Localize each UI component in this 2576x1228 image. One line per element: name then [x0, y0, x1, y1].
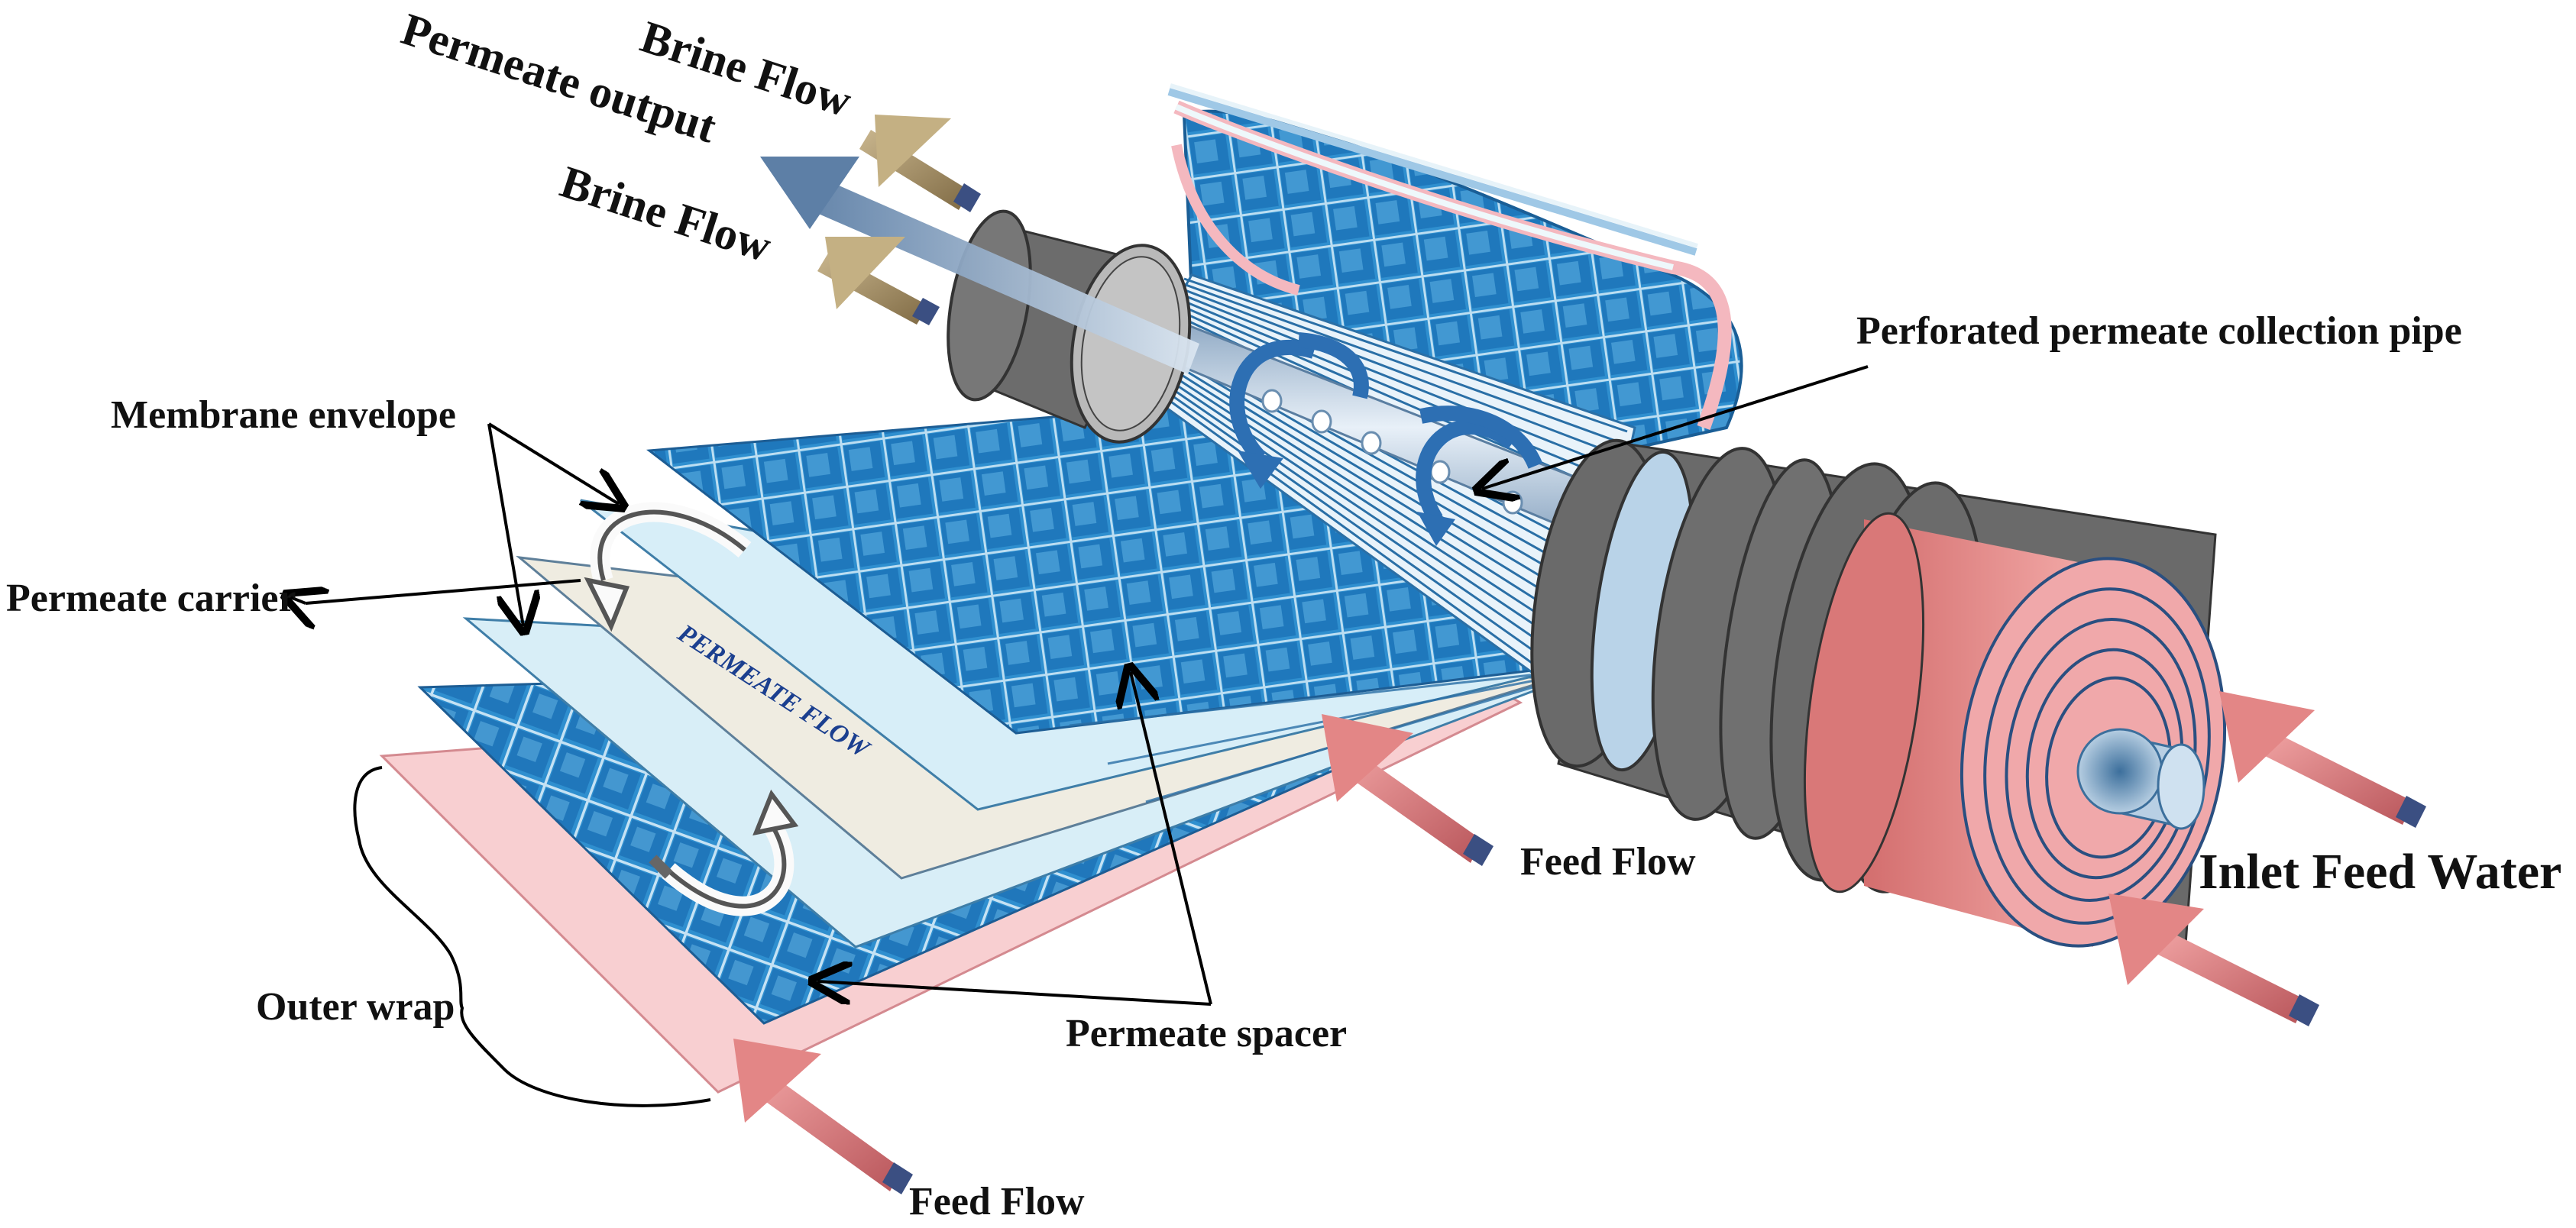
feed-flow-label-right: Feed Flow	[1520, 840, 1696, 884]
brine-flow-arrow-bottom	[817, 237, 940, 325]
leader-lines	[290, 365, 1869, 1006]
fan-line	[1153, 344, 1597, 611]
fan-line	[1179, 286, 1623, 458]
fan-line	[1141, 367, 1587, 674]
outer-wrap-label: Outer wrap	[256, 985, 455, 1029]
permeate-spacer-label: Permeate spacer	[1066, 1012, 1347, 1055]
fan-line	[1174, 296, 1620, 484]
fan-line	[1183, 277, 1628, 433]
feed-flow-arrow-middle	[1322, 714, 1493, 866]
inlet-feed-arrow-top	[2219, 691, 2426, 828]
fan-line	[1146, 357, 1591, 649]
outer-wrap-brace	[353, 766, 711, 1107]
envelope-flow-arrows	[584, 502, 799, 916]
brine-flow-arrow-top	[859, 115, 981, 212]
inlet-feed-water-label: Inlet Feed Water	[2199, 844, 2561, 900]
fan-line	[1181, 282, 1626, 446]
right-housing	[1530, 438, 2227, 956]
membrane-envelope-label: Membrane envelope	[111, 393, 456, 437]
inlet-feed-arrow-bottom	[2108, 894, 2319, 1026]
permeate-carrier-label: Permeate carrier	[6, 577, 296, 620]
fan-line	[1148, 353, 1594, 636]
membrane-half-shell	[1167, 83, 1743, 460]
perforated-pipe-label: Perforated permeate collection pipe	[1856, 309, 2462, 353]
feed-flow-label-bottom: Feed Flow	[909, 1180, 1085, 1223]
flat-membrane-sheets: PERMEATE FLOW	[379, 396, 1559, 1094]
fan-line	[1176, 292, 1621, 471]
permeate-output-arrow	[760, 157, 1199, 374]
fan-line	[1150, 348, 1595, 624]
fan-line	[1138, 376, 1582, 700]
feed-flow-arrow-bottom	[733, 1039, 913, 1194]
fan-line	[1139, 372, 1584, 687]
fan-line	[1144, 363, 1589, 662]
brine-flow-label-bottom: Brine Flow	[555, 157, 778, 272]
